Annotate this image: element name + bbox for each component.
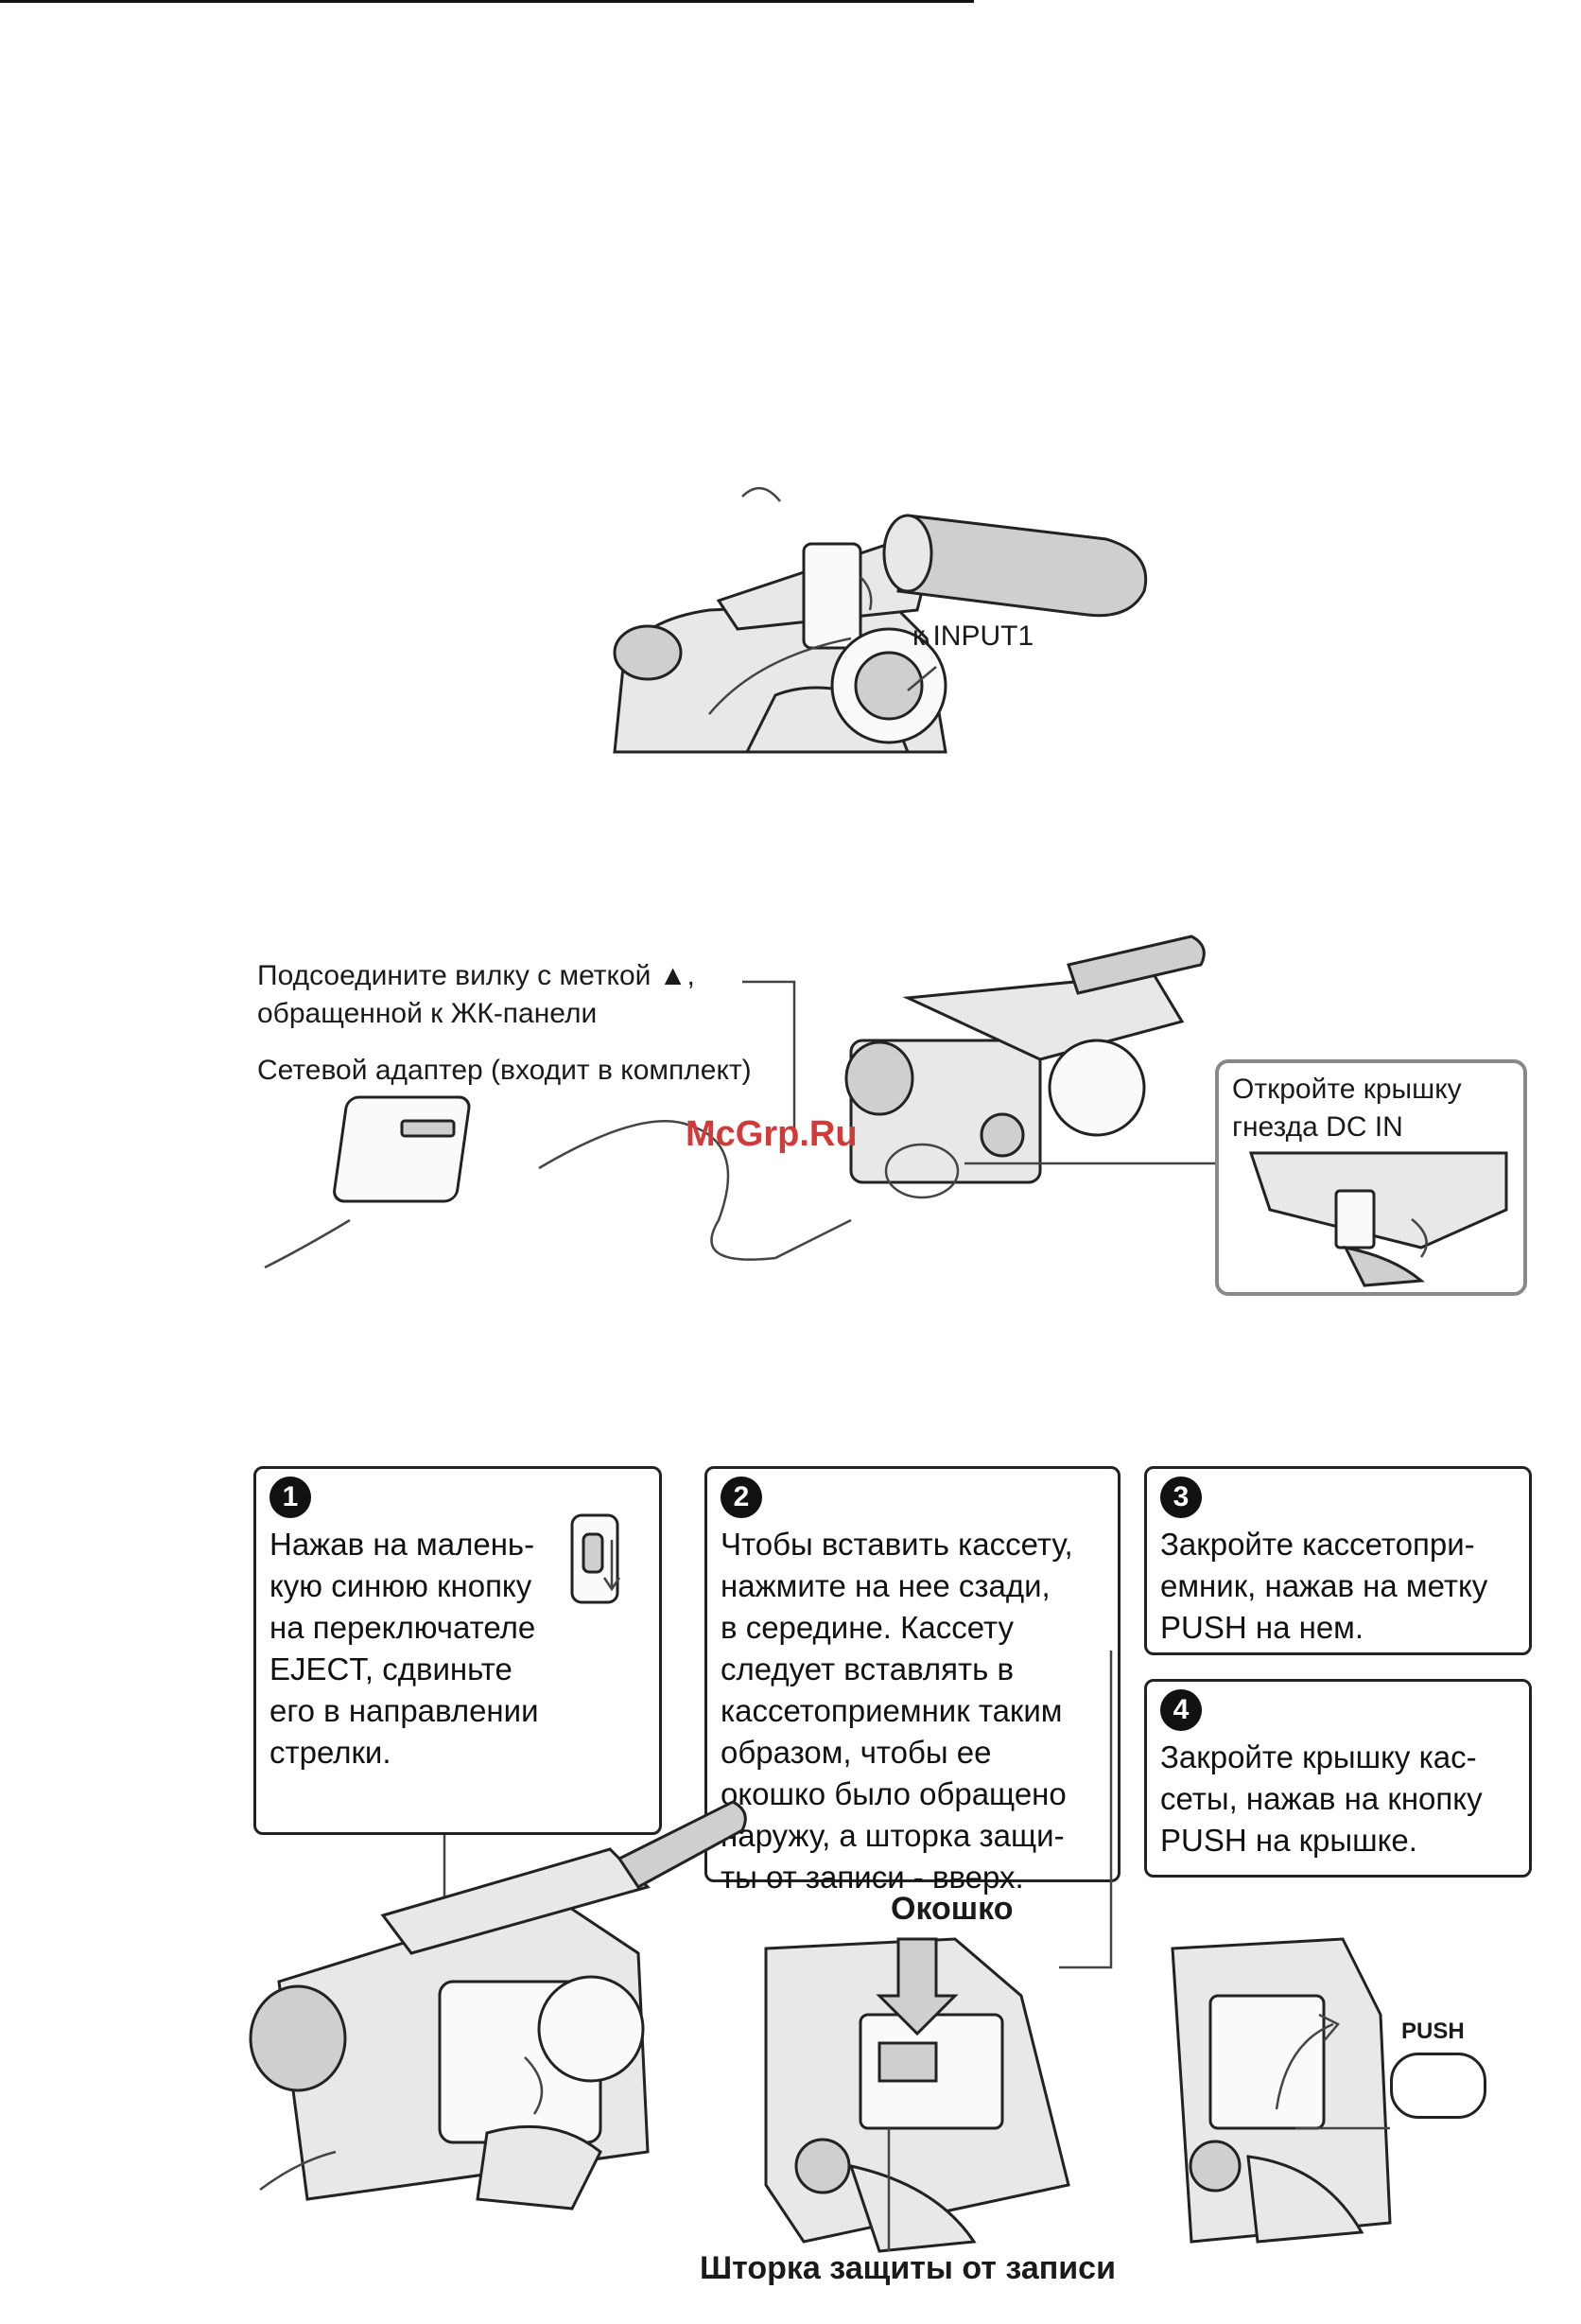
- insert-cassette-illustration: [764, 1937, 1070, 2253]
- label-plug-line1: Подсоедините вилку с меткой ▲,: [257, 960, 695, 991]
- dc-in-cover-illustration: [1248, 1151, 1508, 1287]
- eject-camcorder-illustration: [249, 1800, 747, 2210]
- dc-in-inset-box: Откройте крышку гнезда DC IN: [1215, 1059, 1527, 1296]
- push-button-illustration: [1390, 2053, 1486, 2119]
- step-1-number: 1: [269, 1477, 311, 1518]
- label-write-protect-tab: Шторка защиты от записи: [700, 2250, 1116, 2286]
- label-plug-line2: обращенной к ЖК-панели: [257, 998, 598, 1029]
- push-label: PUSH: [1401, 2018, 1465, 2044]
- top-rule: [0, 0, 974, 3]
- label-window: Окошко: [891, 1891, 1014, 1927]
- step-1-text: Нажав на малень- кую синюю кнопку на пер…: [269, 1527, 539, 1770]
- inset-label-line2: гнезда DC IN: [1232, 1111, 1403, 1143]
- camcorder-mic-illustration: [613, 487, 1148, 754]
- step-2-box: 2 Чтобы вставить кассету, нажмите на нее…: [704, 1466, 1121, 1895]
- leader-line-step3: [1059, 1651, 1113, 1969]
- step-2-number: 2: [721, 1477, 762, 1518]
- step-3-text: Закройте кассетопри- емник, нажав на мет…: [1160, 1527, 1488, 1645]
- inset-label-line1: Откройте крышку: [1232, 1074, 1462, 1105]
- step-3-number: 3: [1160, 1477, 1202, 1518]
- eject-switch-icon: [570, 1513, 621, 1604]
- adapter-connection-illustration: [264, 935, 1215, 1269]
- watermark-mcgrp: McGrp.Ru: [686, 1114, 858, 1154]
- step-1-box: 1 Нажав на малень- кую синюю кнопку на п…: [253, 1466, 662, 1835]
- figure-microphone-mount: к INPUT1: [605, 487, 1173, 754]
- step-4-box: 4 Закройте крышку кас- сеты, нажав на кн…: [1144, 1679, 1532, 1878]
- step-3-box: 3 Закройте кассетопри- емник, нажав на м…: [1144, 1466, 1532, 1655]
- figure-ac-adapter: Подсоедините вилку с меткой ▲, обращенно…: [246, 935, 1532, 1305]
- close-cassette-illustration: [1171, 1937, 1392, 2244]
- label-to-input1: к INPUT1: [912, 620, 1034, 652]
- step-2-text: Чтобы вставить кассету, нажмите на нее с…: [721, 1527, 1073, 1895]
- label-ac-adapter: Сетевой адаптер (входит в комплект): [257, 1055, 752, 1086]
- step-4-number: 4: [1160, 1689, 1202, 1731]
- step-4-text: Закройте крышку кас- сеты, нажав на кноп…: [1160, 1739, 1483, 1858]
